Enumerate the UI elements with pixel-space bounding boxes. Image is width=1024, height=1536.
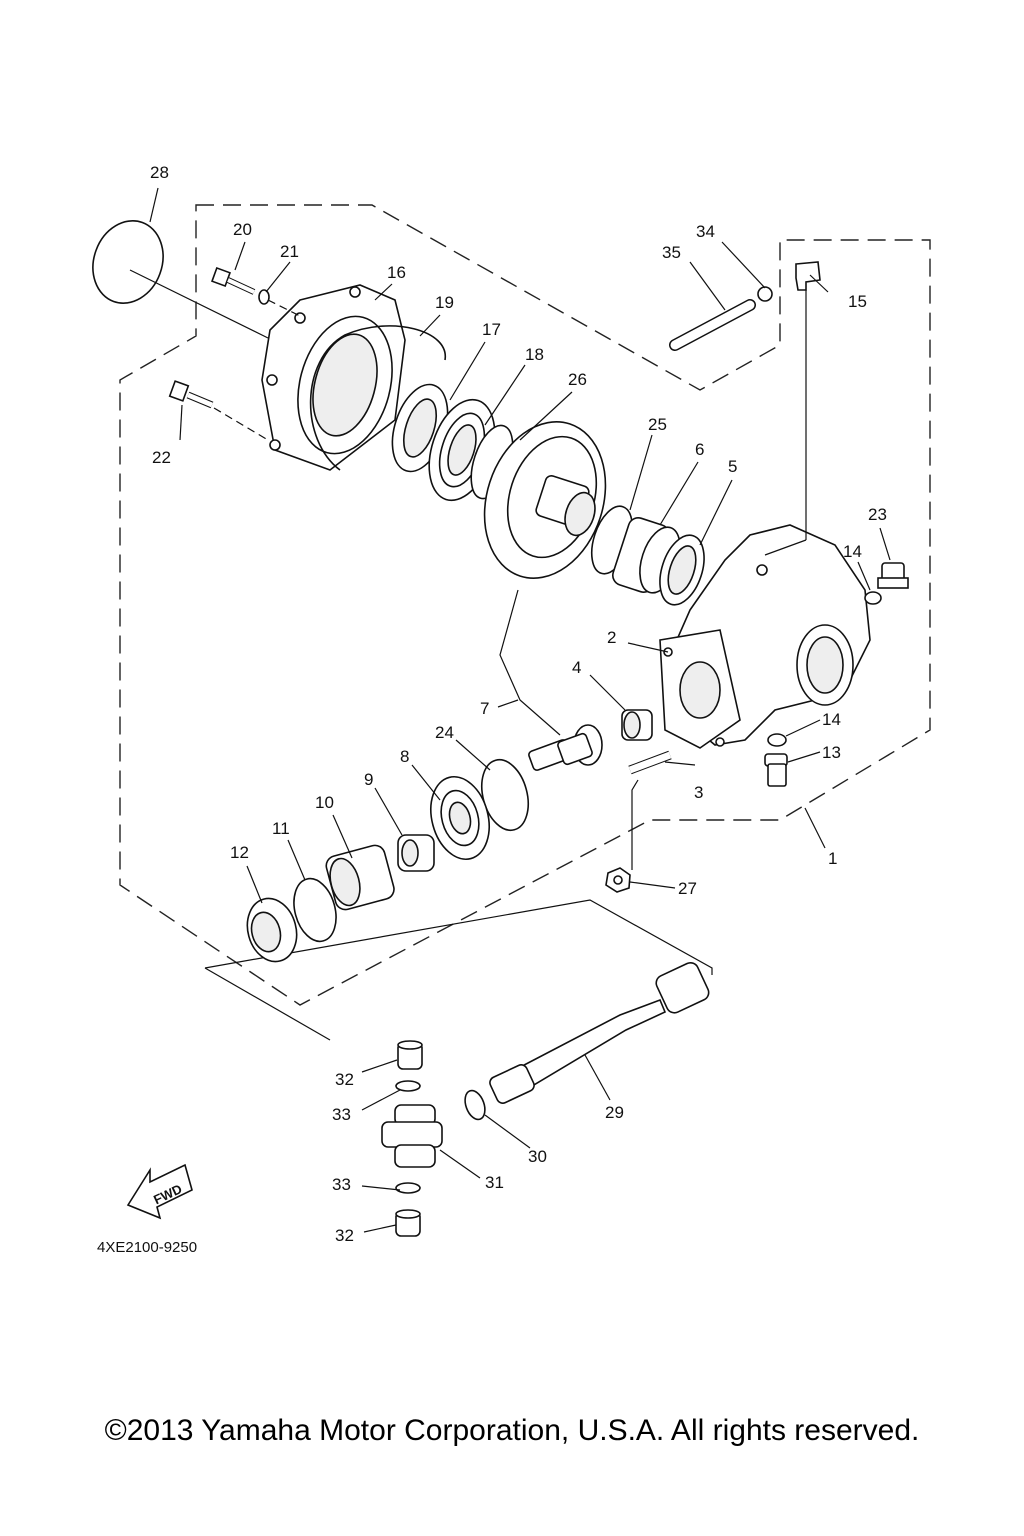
- callout-14-lower: 14: [822, 710, 841, 729]
- leader-22-axis: [213, 407, 269, 441]
- bearing-8: [430, 775, 490, 861]
- breather-pipe-line2: [764, 539, 807, 556]
- assembly-boundary-main: [119, 204, 931, 1006]
- shaft-boundary-lower: [204, 967, 331, 1041]
- drawing-code: 4XE2100-9250: [97, 1239, 197, 1256]
- callout-labels: 28 20 21 16 19 17 18 26 22 25 6 5 23 14 …: [150, 163, 887, 1245]
- drive-shaft-29: [489, 961, 710, 1104]
- callout-29: 29: [605, 1103, 624, 1122]
- shaft-boundary: [204, 899, 713, 975]
- bearing-retainer-10: [325, 844, 395, 911]
- collar-9: [397, 834, 435, 872]
- bushing-4: [621, 709, 653, 741]
- leader-28b: [129, 269, 269, 339]
- callout-33-upper: 33: [332, 1105, 351, 1124]
- bearing-cup-32-lower: [395, 1209, 421, 1237]
- callout-7: 7: [480, 699, 489, 718]
- circlip-30: [464, 1089, 486, 1121]
- o-ring-11: [293, 877, 337, 943]
- callout-20: 20: [233, 220, 252, 239]
- callout-4: 4: [572, 658, 581, 677]
- callout-23: 23: [868, 505, 887, 524]
- pinion-gear-7: [528, 724, 603, 771]
- callout-15: 15: [848, 292, 867, 311]
- circlip-33-upper: [395, 1080, 421, 1092]
- breather-hose-35: [669, 299, 756, 351]
- o-ring-28: [92, 220, 164, 304]
- callout-34: 34: [696, 222, 715, 241]
- callout-16: 16: [387, 263, 406, 282]
- bearing-6: [612, 517, 681, 594]
- oil-seal-5: [659, 534, 705, 606]
- copyright-notice: ©2013 Yamaha Motor Corporation, U.S.A. A…: [104, 1414, 920, 1447]
- callout-8: 8: [400, 747, 409, 766]
- callout-30: 30: [528, 1147, 547, 1166]
- callout-25: 25: [648, 415, 667, 434]
- stud-leader: [631, 779, 639, 870]
- washer-14-lower: [767, 733, 787, 747]
- leader-20-axis: [267, 299, 301, 317]
- bolt-22: [168, 380, 214, 409]
- callout-21: 21: [280, 242, 299, 261]
- oil-seal-12: [246, 897, 298, 963]
- callout-19: 19: [435, 293, 454, 312]
- callout-6: 6: [695, 440, 704, 459]
- clamp-34: [757, 286, 773, 302]
- washer-14-upper: [864, 591, 882, 605]
- callout-11: 11: [272, 819, 290, 838]
- callout-14-upper: 14: [843, 542, 862, 561]
- bolt-20: [211, 267, 256, 295]
- nut-27: [605, 867, 631, 893]
- callout-2: 2: [607, 628, 616, 647]
- callout-24: 24: [435, 723, 454, 742]
- callout-28: 28: [150, 163, 169, 182]
- callout-13: 13: [822, 743, 841, 762]
- callout-22: 22: [152, 448, 171, 467]
- bearing-cup-32-upper: [397, 1040, 423, 1070]
- universal-joint-31: [381, 1104, 443, 1168]
- callout-12: 12: [230, 843, 249, 862]
- bearing-housing-cover-16: [261, 284, 406, 471]
- callout-10: 10: [315, 793, 334, 812]
- circlip-33-lower: [395, 1182, 421, 1194]
- callout-35: 35: [662, 243, 681, 262]
- callout-1: 1: [828, 849, 837, 868]
- ring-gear: [483, 421, 607, 579]
- callout-27: 27: [678, 879, 697, 898]
- callout-31: 31: [485, 1173, 504, 1192]
- callout-26: 26: [568, 370, 587, 389]
- breather-15: [795, 261, 821, 291]
- callout-17: 17: [482, 320, 501, 339]
- callout-3: 3: [694, 783, 703, 802]
- callout-9: 9: [364, 770, 373, 789]
- washer-21: [258, 289, 270, 305]
- callout-leaders: [149, 187, 891, 1233]
- callout-5: 5: [728, 457, 737, 476]
- snap-ring-19: [309, 325, 446, 471]
- plug-13: [764, 753, 788, 787]
- final-gear-case-1: [659, 524, 871, 749]
- callout-33-lower: 33: [332, 1175, 351, 1194]
- callout-32-lower: 32: [335, 1226, 354, 1245]
- oil-seal-17: [391, 383, 449, 473]
- callout-32-upper: 32: [335, 1070, 354, 1089]
- stud-bolt-3: [628, 750, 672, 775]
- drain-plug-23: [877, 562, 909, 589]
- fwd-direction-arrow: FWD: [126, 1163, 193, 1220]
- callout-18: 18: [525, 345, 544, 364]
